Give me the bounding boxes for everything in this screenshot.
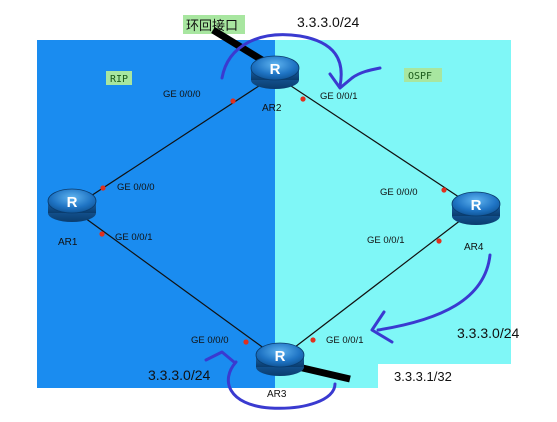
interface-label-ar3-left: GE 0/0/0 bbox=[191, 335, 229, 346]
interface-label-ar2-right: GE 0/0/1 bbox=[320, 91, 358, 102]
annotation-bottom-left-prefix: 3.3.3.0/24 bbox=[148, 367, 210, 383]
port-dot-ar3-left bbox=[243, 339, 249, 345]
router-icon-glyph: R bbox=[275, 348, 286, 365]
router-name-ar1: AR1 bbox=[58, 237, 78, 248]
ospf-tag-box bbox=[404, 68, 442, 82]
port-dot-ar2-right bbox=[300, 96, 306, 102]
interface-label-ar4-bottom: GE 0/0/1 bbox=[367, 235, 405, 246]
loopback-tag-box bbox=[183, 15, 245, 34]
annotation-top-prefix: 3.3.3.0/24 bbox=[297, 14, 359, 30]
bottom-right-white-patch bbox=[378, 364, 512, 390]
link-ar4-ar3 bbox=[281, 209, 475, 358]
interface-label-ar1-bottom: GE 0/0/1 bbox=[115, 232, 153, 243]
link-ar2-ar1 bbox=[73, 79, 269, 208]
interface-label-ar3-right: GE 0/0/1 bbox=[326, 335, 364, 346]
router-icon-glyph: R bbox=[270, 61, 281, 78]
interface-label-ar4-top: GE 0/0/0 bbox=[380, 187, 418, 198]
annotation-right-prefix: 3.3.3.0/24 bbox=[457, 325, 519, 341]
arrow-right-curve bbox=[376, 253, 492, 332]
router-name-ar2: AR2 bbox=[262, 103, 282, 114]
loopback-interface-label: 环回接口 bbox=[186, 18, 238, 34]
port-dot-ar3-right bbox=[310, 337, 316, 343]
router-icon-glyph: R bbox=[471, 197, 482, 214]
arrow-top-head bbox=[328, 66, 382, 90]
router-name-ar3: AR3 bbox=[267, 389, 287, 400]
interface-label-ar2-left: GE 0/0/0 bbox=[163, 89, 201, 100]
arrow-right-head bbox=[370, 310, 394, 344]
port-dot-ar4-bottom bbox=[436, 238, 442, 244]
arrow-top-loop bbox=[220, 33, 343, 88]
router-ar1[interactable]: R bbox=[47, 188, 97, 222]
ospf-area-label: OSPF bbox=[408, 71, 432, 82]
arrow-bottom-head bbox=[204, 350, 236, 364]
rip-tag-box bbox=[106, 71, 132, 85]
rip-area-label: RIP bbox=[110, 74, 128, 85]
port-dot-ar2-left bbox=[230, 98, 236, 104]
link-ar1-ar3 bbox=[73, 209, 277, 358]
router-name-ar4: AR4 bbox=[464, 242, 484, 253]
router-ar4[interactable]: R bbox=[451, 191, 501, 225]
arrow-bottom-loop bbox=[226, 360, 337, 410]
link-ar2-ar4 bbox=[281, 79, 475, 208]
port-dot-ar4-top bbox=[441, 187, 447, 193]
loopback-bar-ar2 bbox=[211, 27, 264, 63]
port-dot-ar1-bottom bbox=[99, 231, 105, 237]
router-icon-glyph: R bbox=[67, 194, 78, 211]
interface-label-ar1-top: GE 0/0/0 bbox=[117, 182, 155, 193]
router-ar3[interactable]: R bbox=[255, 342, 305, 376]
port-dot-ar1-top bbox=[100, 185, 106, 191]
hand-drawn-arrows bbox=[204, 33, 492, 410]
annotation-bottom-right-prefix: 3.3.3.1/32 bbox=[394, 369, 452, 384]
router-ar2[interactable]: R bbox=[250, 55, 300, 89]
